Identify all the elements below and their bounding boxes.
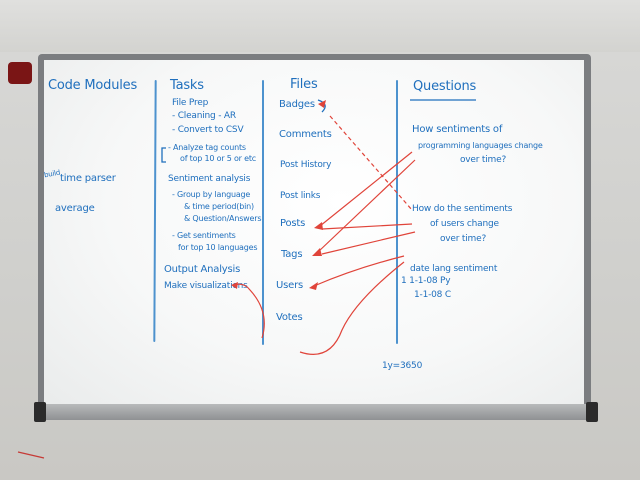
task-item: Output Analysis xyxy=(164,264,241,275)
task-item: File Prep xyxy=(172,98,209,108)
header-files: Files xyxy=(290,77,318,92)
curve-votes-to-visualization xyxy=(299,261,405,355)
question-1-line: programming languages change xyxy=(418,141,543,150)
file-item: Votes xyxy=(276,312,303,323)
question-2-line: over time? xyxy=(440,234,487,244)
arrow-q1-to-posts xyxy=(319,151,413,227)
board-corner-left xyxy=(34,402,46,422)
header-code-modules: Code Modules xyxy=(48,78,138,93)
file-item: Badges xyxy=(279,99,315,110)
task-item: Make visualizations xyxy=(164,281,248,291)
marker-tray xyxy=(36,404,596,420)
task-item: & Question/Answers xyxy=(184,214,262,223)
wall xyxy=(0,0,640,52)
header-questions: Questions xyxy=(413,79,477,94)
file-item: Users xyxy=(276,280,304,291)
task-item: - Convert to CSV xyxy=(172,125,244,135)
file-item: Post History xyxy=(280,160,332,170)
table-row: 1 1-1-08 Py xyxy=(401,276,451,286)
curve-to-visualizations xyxy=(233,283,265,339)
board-corner-right xyxy=(586,402,598,422)
task-item: - Cleaning - AR xyxy=(172,111,236,121)
task-item: of top 10 or 5 or etc xyxy=(180,154,256,163)
task-item: - Get sentiments xyxy=(172,231,236,240)
file-item: Post links xyxy=(280,191,321,201)
dashed-badges-to-questions xyxy=(329,115,413,211)
wall-logo-icon xyxy=(8,62,32,84)
arrowhead-tags xyxy=(312,248,322,256)
header-tasks: Tasks xyxy=(170,78,204,93)
code-module-item: time parser xyxy=(60,173,116,184)
arrow-q2-to-tags xyxy=(321,231,416,255)
column-divider-3 xyxy=(396,80,398,344)
column-divider-2 xyxy=(262,80,264,345)
arrowhead-users xyxy=(309,282,318,290)
arrowhead-visualizations xyxy=(231,282,238,289)
calc-note: 1y=3650 xyxy=(382,361,423,371)
whiteboard xyxy=(44,60,584,412)
question-1-line: How sentiments of xyxy=(412,124,503,135)
arrowhead-posts xyxy=(314,222,323,230)
tasks-bracket xyxy=(161,147,166,163)
arrowhead-badges xyxy=(318,100,326,108)
code-module-item: average xyxy=(55,203,95,214)
task-item: - Group by language xyxy=(172,190,251,199)
question-2-line: of users change xyxy=(430,219,499,229)
file-item: Comments xyxy=(279,129,332,140)
table-header: date lang sentiment xyxy=(410,264,498,274)
arrow-q2-to-posts xyxy=(321,223,413,230)
file-item: Posts xyxy=(280,218,306,229)
arrow-to-users xyxy=(313,255,405,287)
question-1-line: over time? xyxy=(460,155,507,165)
file-item: Tags xyxy=(281,249,303,260)
task-item: - Analyze tag counts xyxy=(168,143,246,152)
arrow-q1-to-tags xyxy=(317,159,416,253)
task-item: for top 10 languages xyxy=(178,243,258,252)
task-item: Sentiment analysis xyxy=(168,174,251,184)
task-item: & time period(bin) xyxy=(184,202,254,211)
table-row: 1-1-08 C xyxy=(414,290,451,300)
question-2-line: How do the sentiments xyxy=(412,204,513,214)
badges-circle xyxy=(317,99,326,113)
floor-mark xyxy=(17,451,45,459)
